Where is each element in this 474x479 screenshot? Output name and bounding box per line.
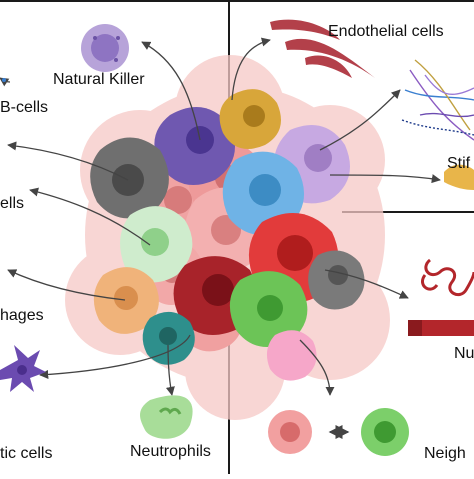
label-endothelial-cells: Endothelial cells bbox=[328, 23, 444, 40]
label-neighbors: Neigh bbox=[424, 445, 466, 462]
label-stiffness: Stif bbox=[447, 155, 471, 172]
label-cells-left: ells bbox=[0, 195, 25, 212]
dendritic-cell-icon bbox=[0, 345, 46, 392]
neighbor-cells-icon bbox=[268, 408, 409, 456]
green-cell bbox=[229, 271, 308, 348]
gray-cell-right bbox=[308, 250, 365, 310]
fibroblast-icon bbox=[444, 164, 474, 190]
pink-cell bbox=[266, 330, 317, 381]
b-cell-icon bbox=[2, 78, 6, 82]
endothelial-cells-icon bbox=[270, 19, 375, 78]
light-green-cell bbox=[120, 206, 193, 283]
neutrophil-icon bbox=[140, 395, 193, 439]
label-macrophages: hages bbox=[0, 307, 44, 324]
tumor-cluster bbox=[90, 89, 365, 381]
vasculature-icon bbox=[408, 258, 474, 336]
label-neutrophils: Neutrophils bbox=[130, 443, 211, 460]
teal-cell bbox=[142, 311, 195, 365]
label-dendritic-cells: tic cells bbox=[0, 445, 53, 462]
orange-cell bbox=[93, 267, 159, 334]
natural-killer-cell-icon bbox=[81, 24, 129, 72]
label-b-cells: B-cells bbox=[0, 99, 49, 116]
golden-cell bbox=[219, 89, 281, 149]
label-natural-killer: Natural Killer bbox=[53, 71, 145, 88]
label-nutrients: Nu bbox=[454, 345, 474, 362]
arrows bbox=[0, 37, 441, 396]
stiffness-fibers-icon bbox=[401, 59, 474, 141]
